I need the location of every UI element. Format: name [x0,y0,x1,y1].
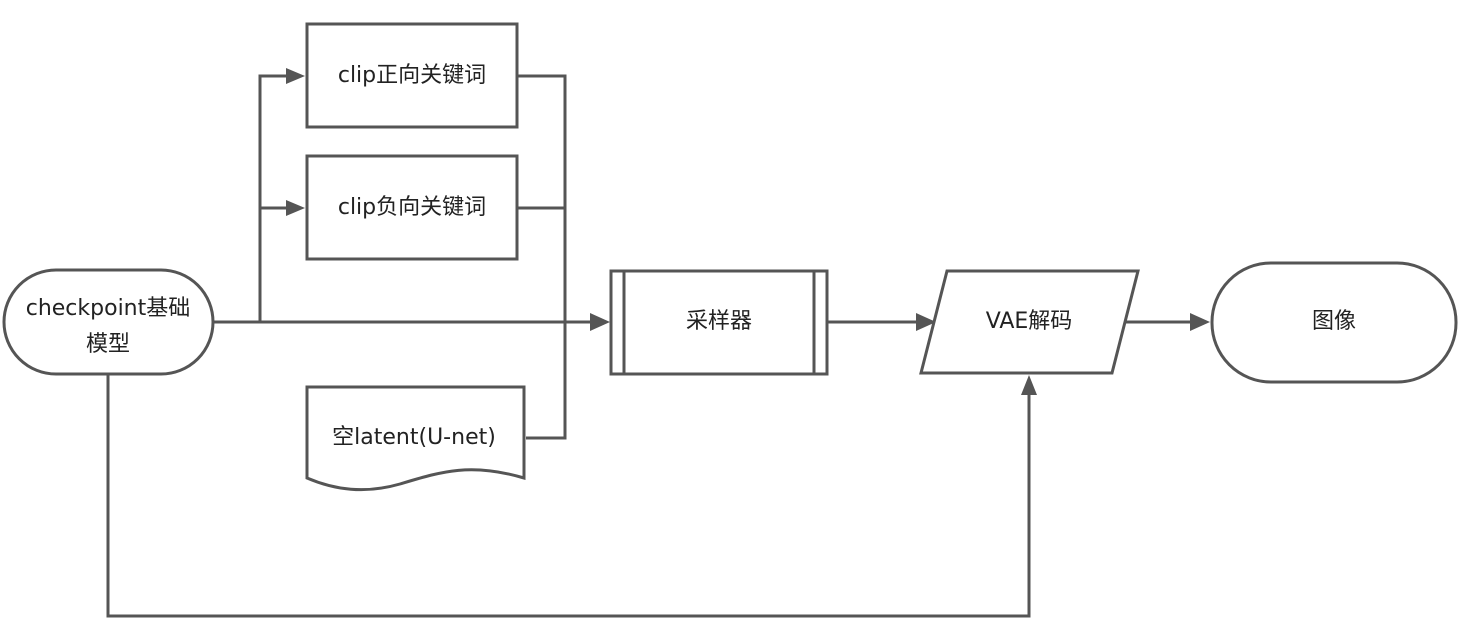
clip-negative-label: clip负向关键词 [338,195,486,220]
arrowhead-vae-bottom [1021,375,1037,395]
node-empty-latent: 空latent(U-net) [305,385,526,492]
clip-positive-label: clip正向关键词 [338,63,486,88]
arrowhead-clip-negative [286,200,305,216]
image-shape [1210,261,1458,384]
checkpoint-label-line1: checkpoint基础 [26,296,191,321]
clip-positive-shape [305,22,519,129]
image-label: 图像 [1312,309,1356,334]
node-sampler: 采样器 [609,269,829,376]
clip-negative-shape [305,154,519,261]
arrowhead-image [1190,313,1210,331]
node-clip-positive: clip正向关键词 [305,22,519,129]
vae-decode-label: VAE解码 [986,309,1073,334]
edge-checkpoint-to-clip-positive [213,74,290,324]
edge-checkpoint-to-vae [106,372,1031,618]
sampler-shape [609,269,829,376]
node-clip-negative: clip负向关键词 [305,154,519,261]
node-image: 图像 [1210,261,1458,384]
arrowhead-clip-positive [286,68,305,84]
arrowhead-vae [916,313,936,331]
vae-decode-shape [919,269,1140,375]
checkpoint-label-line2: 模型 [86,332,130,357]
sampler-label: 采样器 [686,309,752,334]
arrowhead-sampler [590,313,610,331]
empty-latent-label: 空latent(U-net) [332,425,496,450]
node-checkpoint: checkpoint基础 模型 [2,268,215,376]
node-vae-decode: VAE解码 [919,269,1140,375]
empty-latent-shape [305,385,526,492]
checkpoint-shape [2,268,215,376]
edge-clip-positive-to-merge [517,74,567,440]
